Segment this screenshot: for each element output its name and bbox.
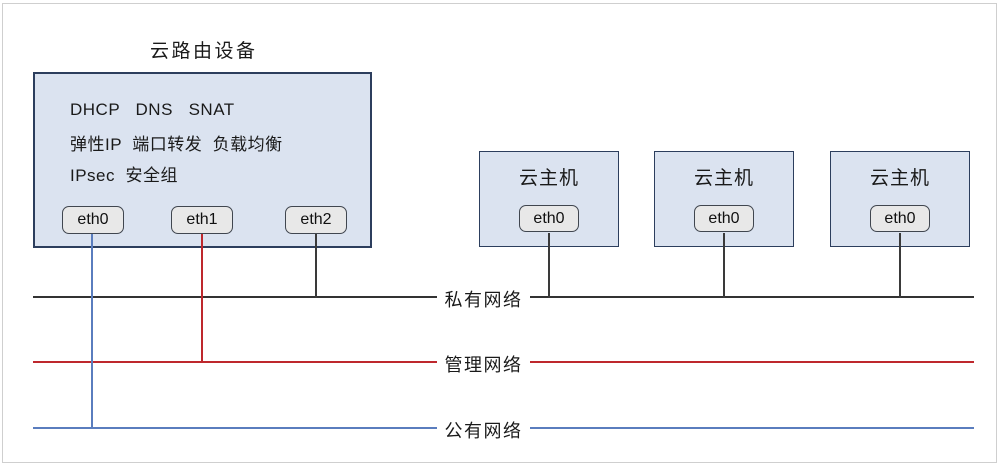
- host3-port-eth0: eth0: [870, 205, 930, 232]
- host1-port-eth0: eth0: [519, 205, 579, 232]
- router-port-eth2: eth2: [285, 206, 347, 234]
- connector-eth0-to-public: [91, 233, 93, 429]
- public-network-line-left: [33, 427, 437, 429]
- private-network-label: 私有网络: [437, 286, 530, 312]
- connector-eth1-to-management: [201, 233, 203, 363]
- management-network-line-left: [33, 361, 437, 363]
- cloud-host-title: 云主机: [518, 168, 579, 189]
- router-feature-line-3: IPsec 安全组: [70, 166, 178, 185]
- connector-host1-to-private: [548, 233, 550, 298]
- public-network-line-right: [530, 427, 974, 429]
- private-network-line-right: [530, 296, 974, 298]
- cloud-host-title: 云主机: [869, 168, 930, 189]
- management-network-label: 管理网络: [437, 351, 530, 377]
- connector-host2-to-private: [723, 233, 725, 298]
- cloud-host-box-2: 云主机 eth0: [654, 151, 794, 247]
- public-network-label: 公有网络: [437, 417, 530, 443]
- router-port-eth1: eth1: [171, 206, 233, 234]
- router-port-eth0: eth0: [62, 206, 124, 234]
- host2-port-eth0: eth0: [694, 205, 754, 232]
- connector-eth2-to-private: [315, 233, 317, 298]
- connector-host3-to-private: [899, 233, 901, 298]
- private-network-line-left: [33, 296, 437, 298]
- cloud-host-title: 云主机: [693, 168, 754, 189]
- router-feature-line-1: DHCP DNS SNAT: [70, 100, 235, 119]
- cloud-router-title: 云路由设备: [150, 41, 258, 62]
- management-network-line-right: [530, 361, 974, 363]
- router-feature-line-2: 弹性IP 端口转发 负载均衡: [70, 135, 283, 154]
